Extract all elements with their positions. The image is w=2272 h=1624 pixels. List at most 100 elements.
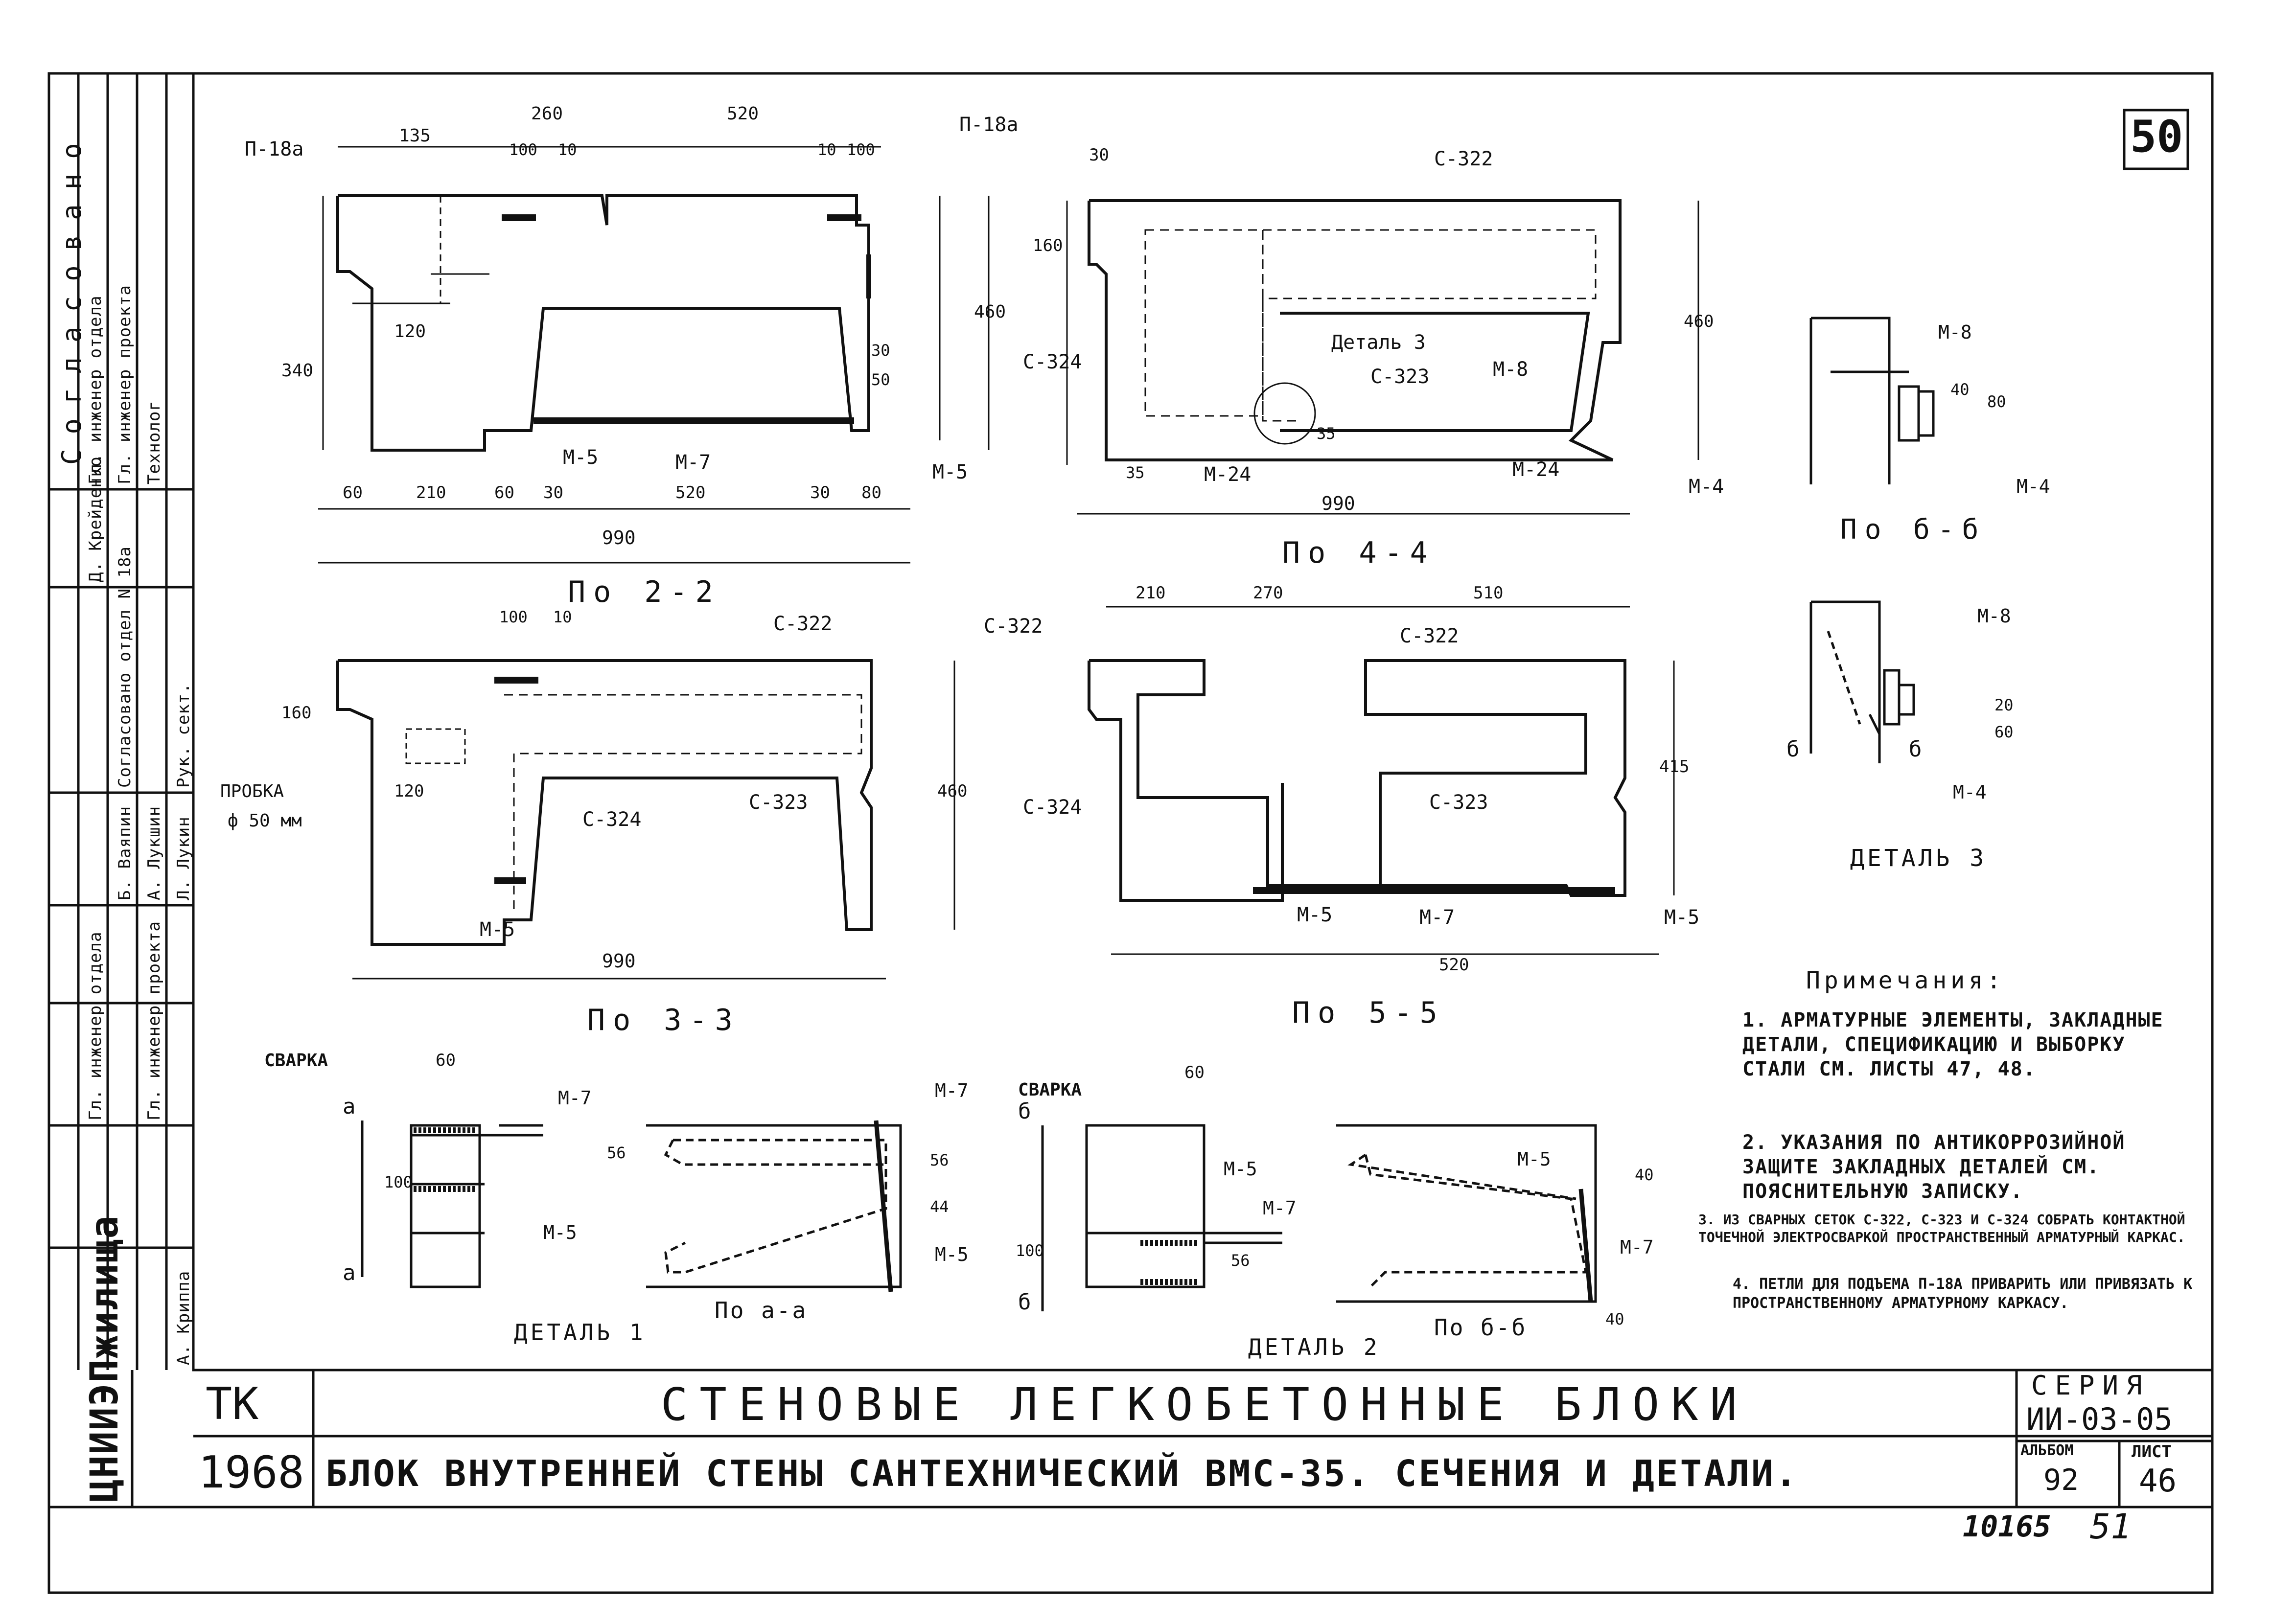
label: С-323	[1429, 791, 1488, 814]
view-title: Деталь 3	[1850, 845, 1987, 872]
dimension: 990	[602, 527, 636, 549]
dimension: 210	[1136, 583, 1166, 603]
section-5-5-mesh	[1106, 606, 1675, 955]
detail-2-contour	[1041, 1124, 1282, 1311]
dimension: 460	[937, 781, 968, 801]
label: М-24	[1204, 463, 1252, 486]
dimension: 100	[499, 608, 528, 626]
detail-3-contour	[1809, 600, 1915, 763]
section-bb-contour	[1809, 317, 1935, 484]
label: М-5	[543, 1222, 577, 1243]
label: М-5	[563, 446, 599, 469]
series-label: Серия	[2031, 1370, 2150, 1401]
dimension: 60	[1184, 1063, 1205, 1082]
section-3-3-contour	[336, 659, 873, 946]
section-cut-mark: б	[1786, 737, 1800, 762]
section-4-4-mesh	[1066, 201, 1699, 515]
dimension: 990	[1321, 493, 1355, 514]
label: С-322	[984, 615, 1043, 638]
dimension: 20	[1994, 696, 2014, 714]
label: М-5	[935, 1244, 969, 1265]
sheet-number: 50	[2130, 111, 2183, 162]
label: М-4	[1689, 476, 1724, 498]
label: М-7	[935, 1080, 969, 1101]
notes-heading: Примечания:	[1806, 967, 2005, 994]
label: М-7	[1263, 1197, 1297, 1219]
section-cut-mark: а	[343, 1094, 356, 1119]
dimension: 520	[1439, 955, 1469, 975]
dimension: 30	[871, 341, 890, 360]
dimension: 35	[1126, 463, 1145, 482]
dimension: 100	[509, 140, 537, 159]
stamp-row: А. Лукшин	[144, 805, 164, 900]
dimension: 56	[1231, 1251, 1250, 1270]
note-item: 1. Арматурные элементы, закладные детали…	[1742, 1009, 2164, 1080]
section-cut-mark: б	[1018, 1099, 1031, 1124]
stamp-row: Л. Лукин	[174, 816, 193, 900]
label: Сварка	[1018, 1080, 1082, 1100]
dimension: 100	[1016, 1241, 1044, 1260]
label: С-324	[1023, 351, 1082, 373]
dimension: 50	[871, 370, 890, 389]
dimension: 520	[675, 483, 706, 503]
label: С-322	[773, 613, 833, 635]
dimension: 80	[861, 483, 881, 503]
stamp-row: Гл. инженер проекта	[144, 921, 164, 1121]
dimension: 340	[281, 361, 314, 381]
dimension: 40	[1605, 1310, 1624, 1328]
album-value: 92	[2043, 1463, 2079, 1497]
label: М-8	[1977, 605, 2011, 627]
institute-name: ЦНИИЭПжилища	[83, 1214, 127, 1502]
label: М-7	[558, 1087, 592, 1109]
section-cut-mark: б	[1909, 737, 1922, 762]
stamp-row: Согласовано отдел N 18а	[115, 546, 135, 788]
label: М-8	[1938, 321, 1972, 343]
section-3-3-mesh	[352, 661, 955, 980]
label: С-322	[1434, 148, 1493, 170]
dimension: 135	[399, 126, 431, 146]
label: М-7	[1620, 1236, 1654, 1258]
album-label: Альбом	[2020, 1442, 2074, 1459]
dimension: 40	[1635, 1166, 1654, 1184]
label: С-323	[749, 791, 808, 814]
dimension: 60	[1994, 723, 2014, 741]
sheet-label: Лист	[2132, 1442, 2172, 1462]
stamp-row: Рук. сект.	[174, 683, 193, 788]
note-item: 4. Петли для подъема П-18а приварить или…	[1733, 1276, 2193, 1312]
label: М-7	[675, 451, 711, 474]
section-aa-contour	[646, 1120, 902, 1292]
dimension: 990	[602, 950, 636, 972]
section-cut-mark: б	[1018, 1290, 1031, 1315]
stamp-header: Согласовано	[56, 128, 87, 465]
label: Сварка	[264, 1051, 328, 1071]
label: С-324	[1023, 796, 1082, 819]
dimension: 460	[1684, 312, 1714, 331]
label: М-4	[1953, 781, 1987, 803]
label: М-5	[932, 461, 968, 483]
label: М-8	[1493, 358, 1529, 381]
view-title: По 2-2	[568, 575, 721, 609]
dimension: 210	[416, 483, 446, 503]
dimension: 520	[727, 104, 759, 124]
dimension: 56	[607, 1144, 626, 1162]
stamp-row: Гл. инженер отдела	[86, 931, 105, 1121]
view-title: По б-б	[1434, 1314, 1528, 1341]
dimension: 100	[847, 140, 875, 159]
sheet-value: 46	[2139, 1463, 2177, 1499]
dimension: 120	[394, 781, 424, 801]
label: П-18а	[959, 114, 1019, 136]
subtitle: Блок внутренней стены сантехнический ВМС…	[325, 1453, 1799, 1495]
label: С-323	[1370, 366, 1430, 388]
stamp-row: Д. Крейденко	[86, 456, 105, 582]
dimension: 270	[1253, 583, 1283, 603]
dimension: 60	[436, 1051, 456, 1070]
detail-1-contour	[361, 1121, 543, 1288]
dimension: 10	[817, 140, 836, 159]
section-bb2-contour	[1336, 1124, 1597, 1303]
label: М-24	[1512, 458, 1560, 481]
section-4-4-contour	[1088, 199, 1622, 461]
stamp-row: Технолог	[144, 400, 164, 484]
label: Пробка	[220, 781, 284, 801]
dimension: 30	[543, 483, 563, 503]
